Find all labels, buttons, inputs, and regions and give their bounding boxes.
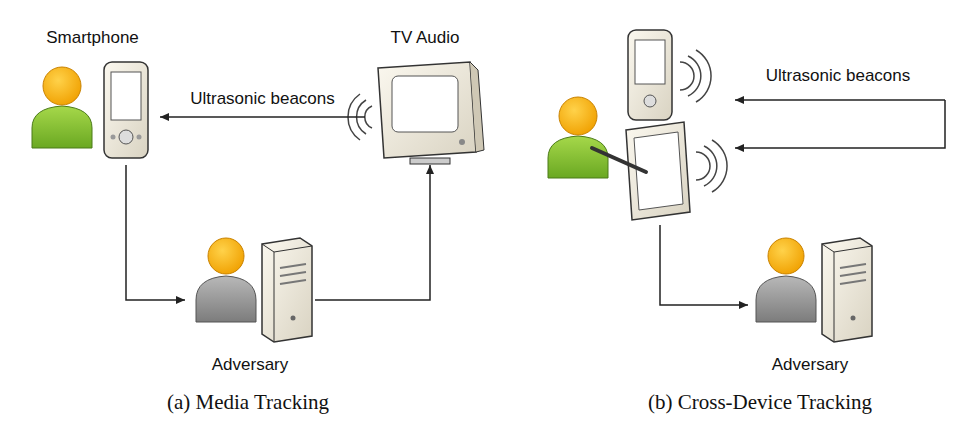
user-icon — [32, 67, 92, 148]
smartphone-node: Smartphone — [25, 28, 160, 165]
smartphone-icon — [104, 62, 148, 158]
user-icon — [548, 97, 608, 178]
node-label: Adversary — [725, 355, 895, 375]
beacon-label: Ultrasonic beacons — [766, 66, 911, 86]
arrow-connector — [315, 165, 430, 300]
adversary-icon — [756, 238, 872, 342]
tablet-icon — [592, 122, 690, 220]
adversary-node: Adversary — [745, 230, 875, 375]
tv-icon — [378, 62, 484, 164]
arrow-connector — [160, 116, 365, 118]
beacon-arrows — [660, 100, 945, 305]
adversary-icon — [196, 238, 312, 342]
smartphone-icon — [628, 30, 672, 120]
adversary-node: Adversary — [185, 230, 315, 375]
node-label: Smartphone — [5, 28, 180, 48]
sound-waves — [680, 50, 727, 192]
edge-label: Ultrasonic beacons — [188, 89, 337, 109]
node-label: Adversary — [165, 355, 335, 375]
tv-node: TV Audio — [365, 28, 485, 165]
arrow-connector — [126, 165, 185, 300]
caption: (b) Cross-Device Tracking — [648, 390, 872, 415]
node-label: TV Audio — [345, 28, 505, 48]
caption: (a) Media Tracking — [167, 390, 329, 415]
